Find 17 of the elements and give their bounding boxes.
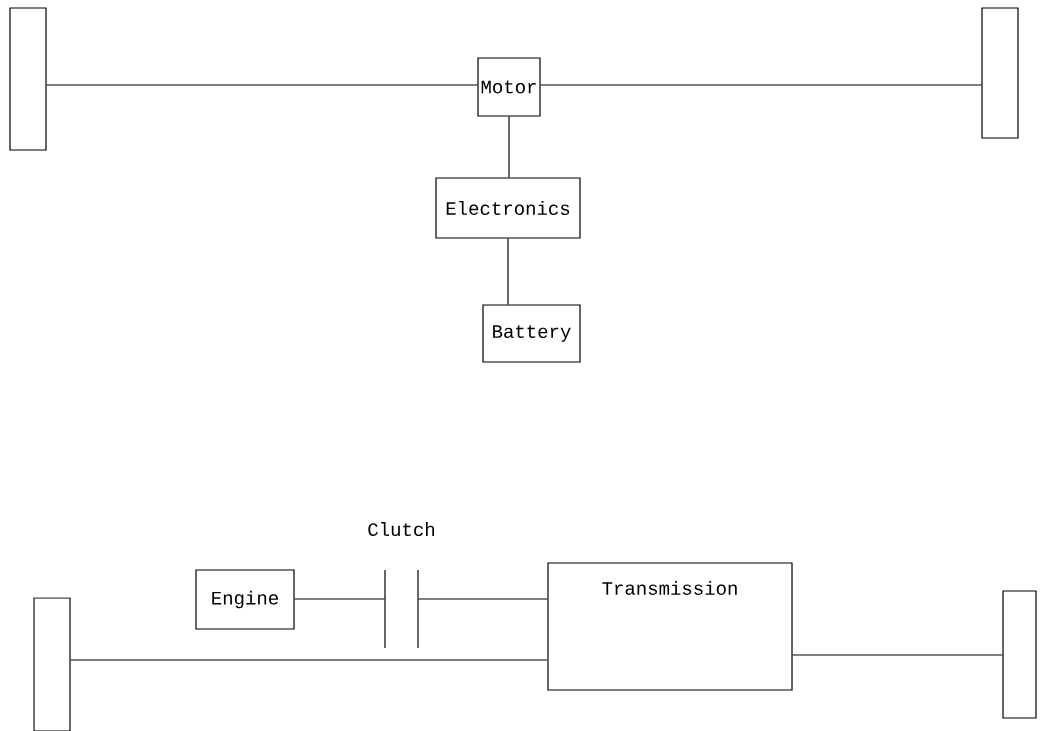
wheel-bar — [33, 597, 71, 731]
component-box: Battery — [482, 304, 581, 363]
component-box: Motor — [477, 57, 541, 117]
component-box: Transmission — [547, 562, 793, 691]
connecting-line — [540, 84, 982, 86]
component-box: Electronics — [435, 177, 581, 239]
wheel-bar — [981, 7, 1019, 139]
connecting-line — [418, 598, 548, 600]
wheel-bar — [9, 7, 47, 151]
wheel-bar — [1002, 590, 1037, 719]
connecting-line — [294, 598, 385, 600]
connecting-line — [508, 116, 510, 178]
connecting-line — [507, 238, 509, 305]
connecting-line — [46, 84, 478, 86]
connecting-line — [70, 659, 548, 661]
component-box: Engine — [195, 569, 295, 630]
connecting-line — [792, 654, 1003, 656]
